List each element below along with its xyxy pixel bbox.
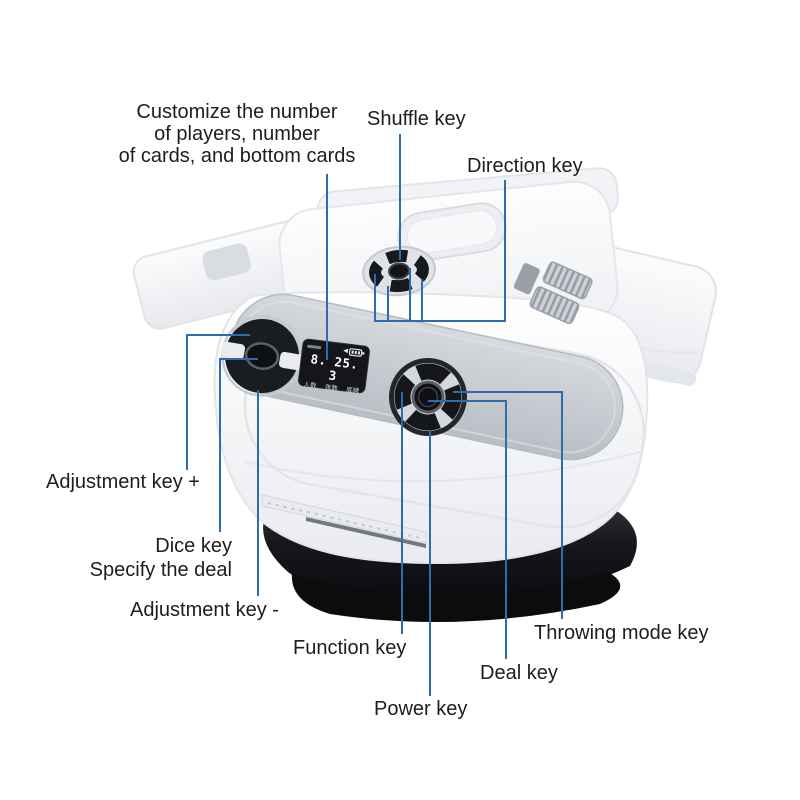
label-dice-line1: Dice key [155, 535, 232, 557]
label-deal-key: Deal key [480, 662, 558, 684]
label-shuffle-key: Shuffle key [367, 108, 466, 130]
label-dice-line2: Specify the deal [89, 559, 232, 581]
label-adjustment-key-plus: Adjustment key + [46, 471, 200, 493]
label-customize-line3: of cards, and bottom cards [118, 145, 356, 167]
label-customize: Customize the number of players, number … [97, 101, 377, 167]
label-adjustment-key-minus: Adjustment key - [130, 599, 279, 621]
label-throwing-mode-key: Throwing mode key [534, 622, 709, 644]
card-output-slot [261, 494, 427, 548]
card-eject-rollers [513, 261, 593, 325]
lcd-display: ◀ 8. 25. 3 人数 张数 底牌 [298, 339, 370, 396]
label-power-key: Power key [374, 698, 468, 720]
label-direction-key: Direction key [467, 155, 583, 177]
label-dice-key: Dice key Specify the deal [70, 534, 232, 582]
display-players-label: 人数 [303, 381, 317, 390]
display-cards-label: 张数 [324, 384, 339, 393]
display-model-text [307, 344, 322, 350]
battery-icon [348, 347, 365, 357]
label-customize-line2: of players, number [154, 123, 320, 145]
label-function-key: Function key [293, 637, 407, 659]
display-value: 8. 25. 3 [309, 351, 360, 384]
label-customize-line1: Customize the number [136, 101, 338, 123]
display-bottom-label: 底牌 [345, 386, 360, 396]
charge-arrow-icon: ◀ [342, 347, 349, 355]
